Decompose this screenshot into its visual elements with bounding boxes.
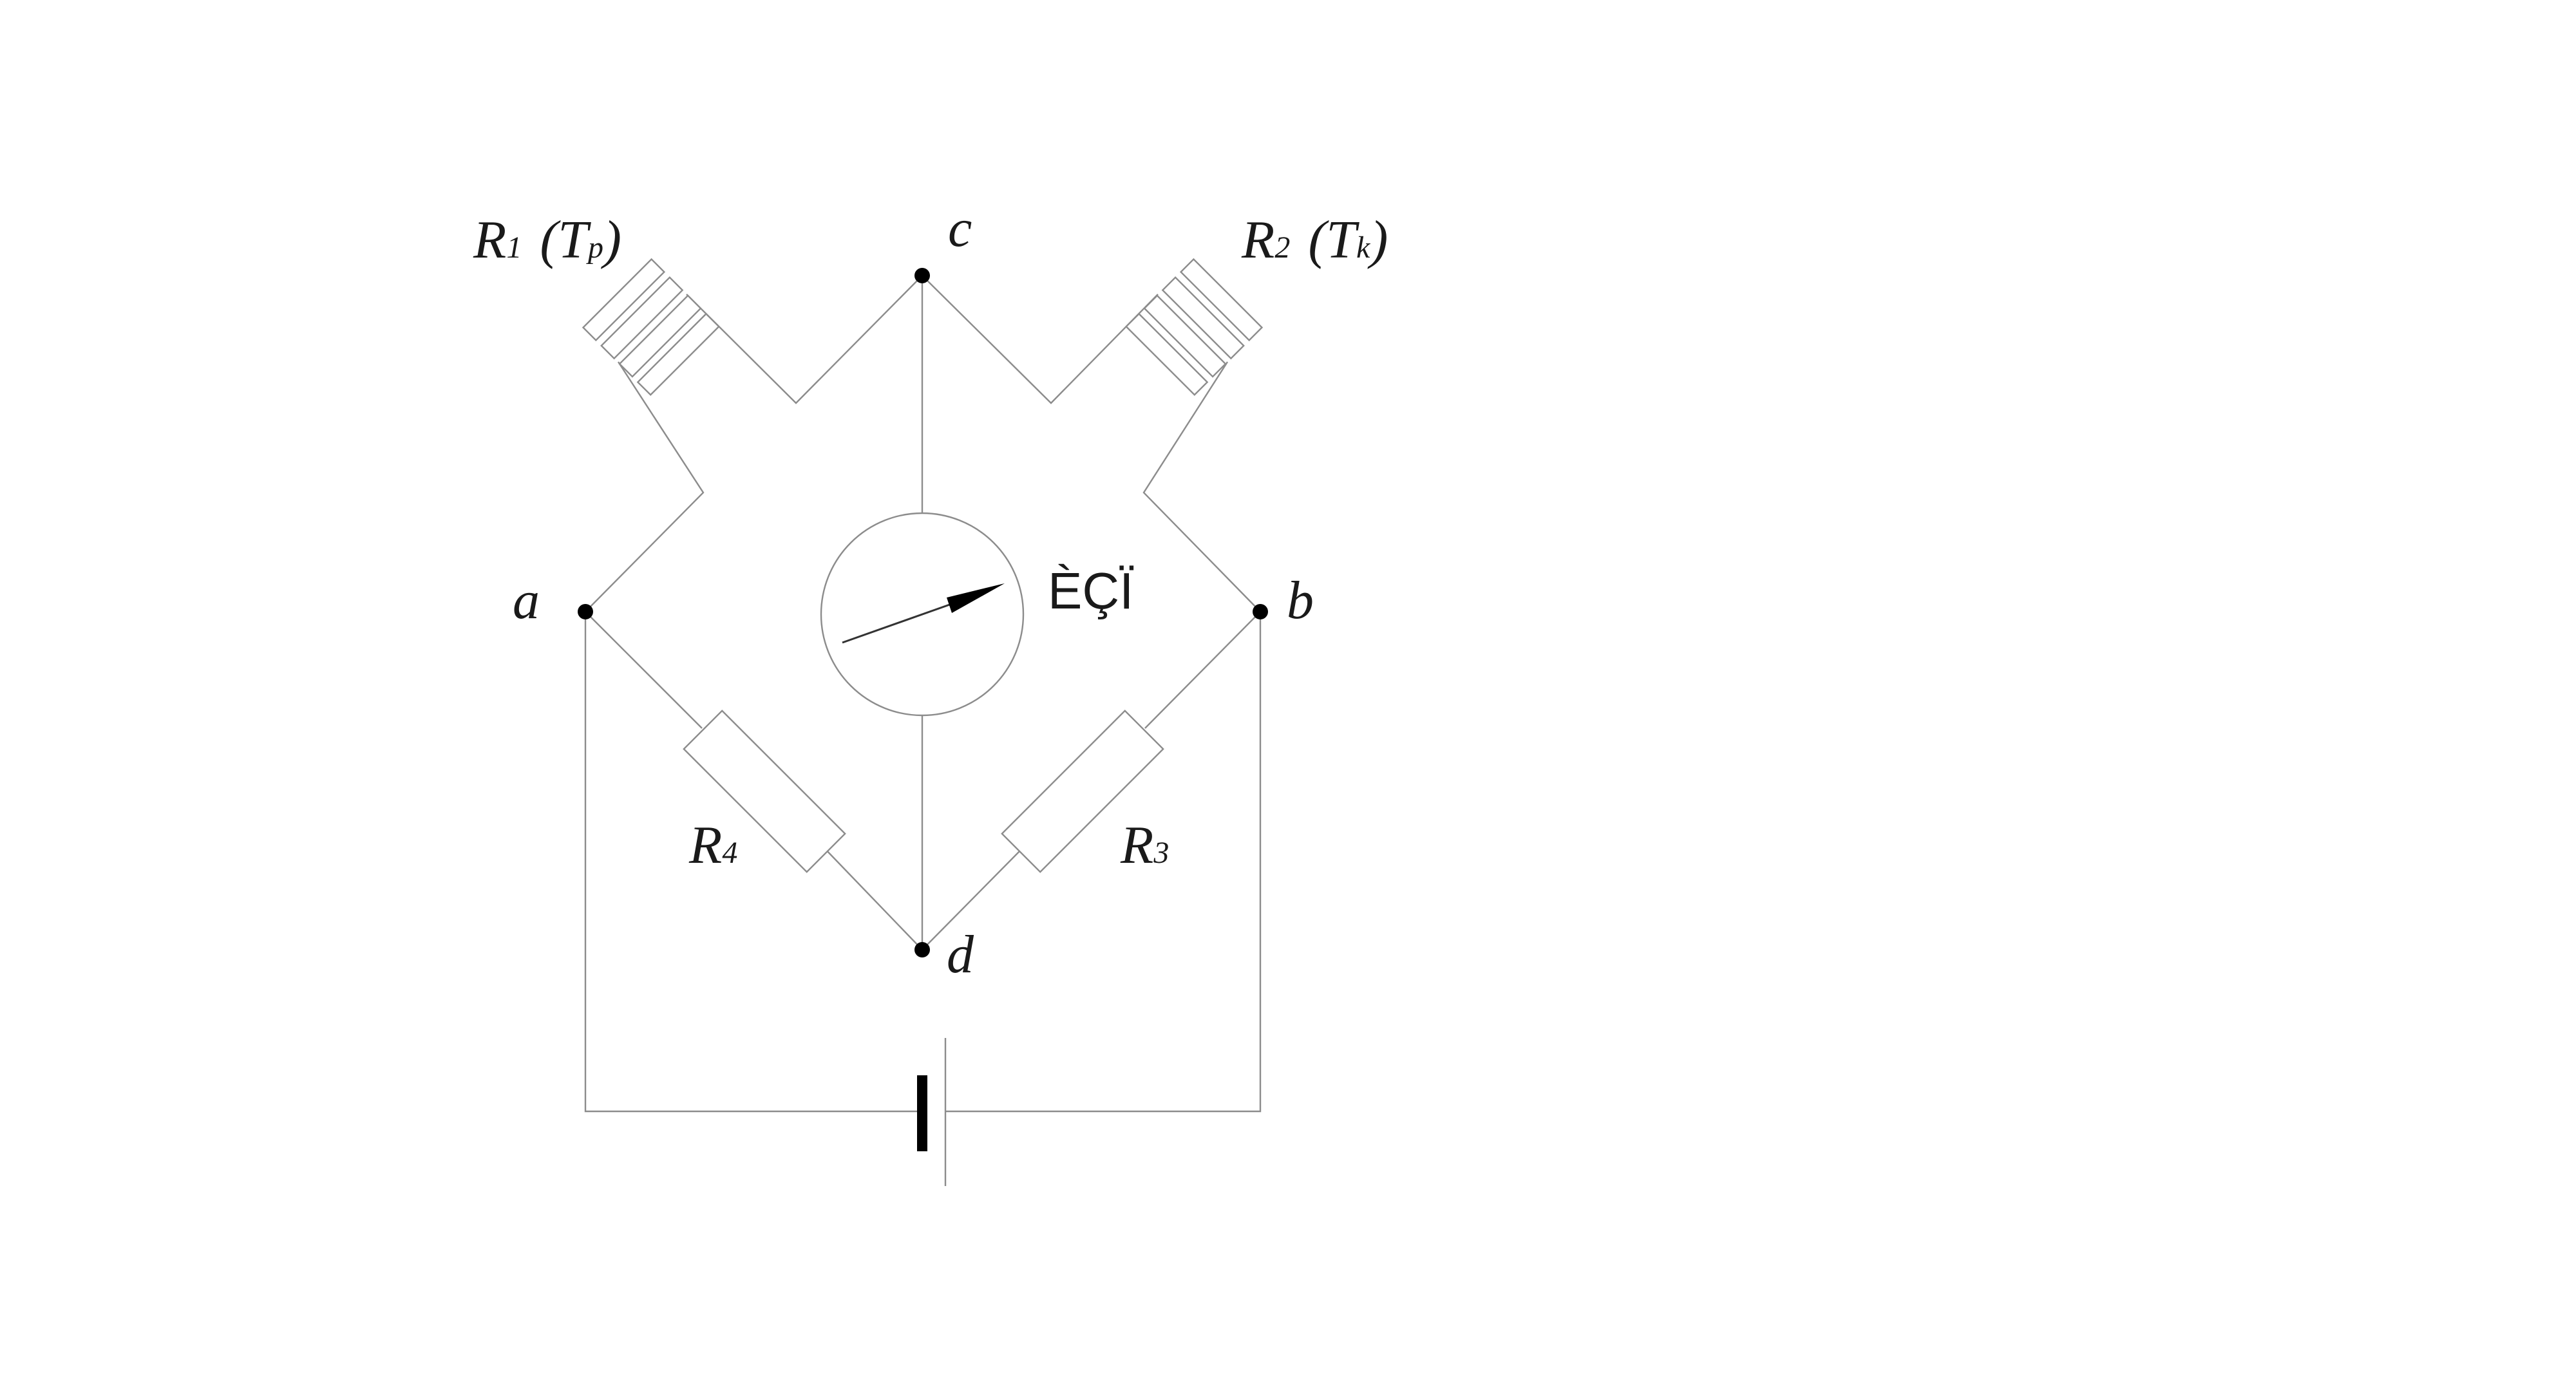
- node-d-label: d: [947, 925, 974, 985]
- wire-r1-a: [585, 361, 705, 612]
- wire-b-r3: [1144, 611, 1261, 729]
- node-b-dot: [1253, 604, 1268, 619]
- r3-label: R3: [1120, 815, 1169, 875]
- r2-sensor: [1125, 258, 1264, 396]
- wire-r3-d: [922, 845, 1025, 950]
- node-a-dot: [578, 604, 593, 619]
- r4-label: R4: [688, 815, 737, 875]
- wire-c-r1: [686, 275, 923, 404]
- wire-c-r2: [922, 275, 1159, 404]
- r4-resistor: [683, 710, 846, 873]
- node-c-label: c: [948, 198, 972, 258]
- r1-label: R1(Tp): [473, 210, 621, 270]
- meter-needle: [842, 598, 967, 644]
- r3-resistor: [1001, 710, 1164, 873]
- meter-needle-arrowhead: [947, 583, 1005, 613]
- node-a-label: a: [513, 570, 540, 630]
- wire-a-r4: [585, 611, 703, 729]
- r1-sensor: [582, 258, 720, 396]
- wire-b-battery: [945, 612, 1262, 1113]
- node-c-dot: [914, 268, 930, 283]
- wire-r4-d: [822, 845, 923, 950]
- wire-r2-b: [1142, 361, 1261, 612]
- battery-negative-plate: [917, 1075, 927, 1151]
- wire-a-battery: [584, 612, 922, 1113]
- node-d-dot: [914, 942, 930, 957]
- meter-label: ÈÇÏ: [1048, 562, 1134, 619]
- r2-label: R2(Tk): [1241, 210, 1388, 270]
- node-b-label: b: [1287, 570, 1314, 630]
